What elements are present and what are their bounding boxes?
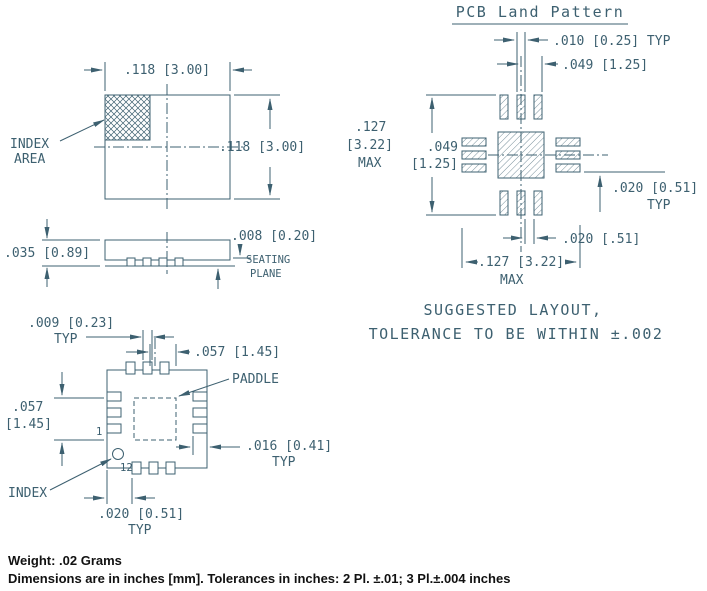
dimensions-note: Dimensions are in inches [mm]. Tolerance… [8, 571, 510, 586]
pad-right [192, 423, 208, 434]
dim-corner-offset: .020 [0.51] TYP [84, 470, 184, 538]
lead-foot [158, 257, 168, 267]
index-callout: INDEX [8, 458, 112, 501]
dim-top-width: .118 [3.00] [84, 62, 252, 91]
land-pad-left [461, 137, 487, 147]
dim-land-pad-length: .020 [0.51] TYP [584, 171, 698, 213]
dim-lead-thickness: .008 [0.20] SEATING PLANE [215, 229, 317, 289]
land-pad-bottom [533, 190, 543, 216]
lead-foot [142, 257, 152, 267]
pad-bottom [131, 461, 142, 475]
pad-right [192, 407, 208, 418]
index-leader [49, 458, 112, 491]
index-area-callout: INDEX AREA [10, 119, 105, 167]
thermal-paddle [133, 397, 177, 441]
seating-plane-label-2: PLANE [250, 268, 282, 280]
dim-pitch-h-label: .057 [1.45] [194, 345, 280, 360]
dim-pad-length-typ: TYP [272, 455, 296, 470]
weight-note: Weight: .02 Grams [8, 553, 122, 568]
bottom-view: 1 12 .009 [0.23] TYP .057 [1.45] PADDLE [5, 316, 332, 538]
dim-pitch-horizontal: .057 [1.45] [126, 344, 280, 366]
dim-land-height-label-1: .127 [355, 120, 386, 135]
layout-note: SUGGESTED LAYOUT, TOLERANCE TO BE WITHIN… [369, 301, 664, 343]
pin-number-first: 1 [96, 426, 102, 438]
pad-top [125, 361, 136, 375]
layout-note-line-2: TOLERANCE TO BE WITHIN ±.002 [369, 325, 664, 343]
dim-land-width: .127 [3.22] MAX [461, 225, 581, 288]
layout-note-line-1: SUGGESTED LAYOUT, [423, 301, 602, 319]
dim-land-height-label-2: [3.22] [346, 138, 393, 153]
index-area-hatch [104, 94, 151, 141]
dim-corner-typ: TYP [128, 523, 152, 538]
top-view: .118 [3.00] .118 [3.00] INDEX AREA [10, 62, 305, 210]
dim-lead-label: .008 [0.20] [231, 229, 317, 244]
dim-corner-label: .020 [0.51] [98, 507, 184, 522]
dim-land-height: .127 [3.22] MAX [346, 94, 496, 216]
dim-land-height-label-3: MAX [358, 156, 382, 171]
pin1-index-mark [112, 448, 124, 460]
dim-land-width-label: .127 [3.22] [478, 255, 564, 270]
land-pattern: .010 [0.25] TYP .049 [1.25] .127 [3.22] … [346, 32, 698, 343]
dim-land-pad-width-label: .010 [0.25] TYP [553, 34, 671, 49]
title-block: PCB Land Pattern [452, 3, 628, 25]
pad-top [142, 361, 153, 375]
side-view: .035 [0.89] .008 [0.20] SEATING PLANE [4, 219, 317, 289]
pin-number-last: 12 [120, 462, 133, 474]
dim-pitch-v-label-2: [1.45] [5, 417, 52, 432]
index-area-label-1: INDEX [10, 137, 49, 152]
pad-left [106, 407, 122, 418]
pad-top [159, 361, 170, 375]
paddle-callout: PADDLE [178, 372, 279, 397]
index-area-label-2: AREA [14, 152, 45, 167]
page-title: PCB Land Pattern [456, 3, 625, 21]
dim-top-height-label: .118 [3.00] [219, 140, 305, 155]
dim-land-center-label-2: [1.25] [411, 157, 458, 172]
dim-top-width-label: .118 [3.00] [124, 63, 210, 78]
dim-pitch-vertical: .057 [1.45] [5, 372, 104, 466]
land-pad-top [533, 94, 543, 120]
index-area-leader [59, 119, 105, 142]
dim-land-pitch-top-label: .049 [1.25] [562, 58, 648, 73]
dim-land-gap: .020 [.51] [503, 219, 640, 247]
dim-land-gap-label: .020 [.51] [562, 232, 640, 247]
dim-pad-width-typ: TYP [54, 332, 78, 347]
dim-side-height-label: .035 [0.89] [4, 246, 90, 261]
footer-notes: Weight: .02 Grams Dimensions are in inch… [8, 553, 510, 586]
dim-pad-length-label: .016 [0.41] [246, 439, 332, 454]
lead-foot [174, 257, 184, 267]
index-label: INDEX [8, 486, 47, 501]
package-outline-bottom [106, 369, 208, 469]
dim-land-pad-length-label: .020 [0.51] [612, 181, 698, 196]
paddle-leader [178, 378, 230, 397]
land-pad-bottom [499, 190, 509, 216]
dim-land-pad-width: .010 [0.25] TYP [494, 32, 671, 92]
dim-land-center: .049 [1.25] [411, 140, 458, 172]
land-pad-right [555, 163, 581, 173]
seating-plane-label-1: SEATING [246, 254, 290, 266]
dim-side-height: .035 [0.89] [4, 219, 100, 287]
dim-land-pad-length-typ: TYP [647, 198, 671, 213]
dim-land-width-max: MAX [500, 273, 524, 288]
paddle-label: PADDLE [232, 372, 279, 387]
pad-left [106, 423, 122, 434]
land-pad-top [499, 94, 509, 120]
land-pad-left [461, 163, 487, 173]
pad-left [106, 391, 122, 402]
pad-bottom [165, 461, 176, 475]
lead-foot [126, 257, 136, 267]
dim-pad-width: .009 [0.23] TYP [28, 316, 174, 360]
dim-pad-length: .016 [0.41] TYP [176, 436, 332, 470]
dim-pad-width-label: .009 [0.23] [28, 316, 114, 331]
dim-top-height: .118 [3.00] [219, 94, 305, 200]
dim-land-pitch-top: .049 [1.25] [497, 56, 648, 92]
dim-land-center-label-1: .049 [427, 140, 458, 155]
land-pad-right [555, 137, 581, 147]
pad-bottom [148, 461, 159, 475]
dim-pitch-v-label-1: .057 [12, 400, 43, 415]
land-pad-left [461, 150, 487, 160]
pad-right [192, 391, 208, 402]
